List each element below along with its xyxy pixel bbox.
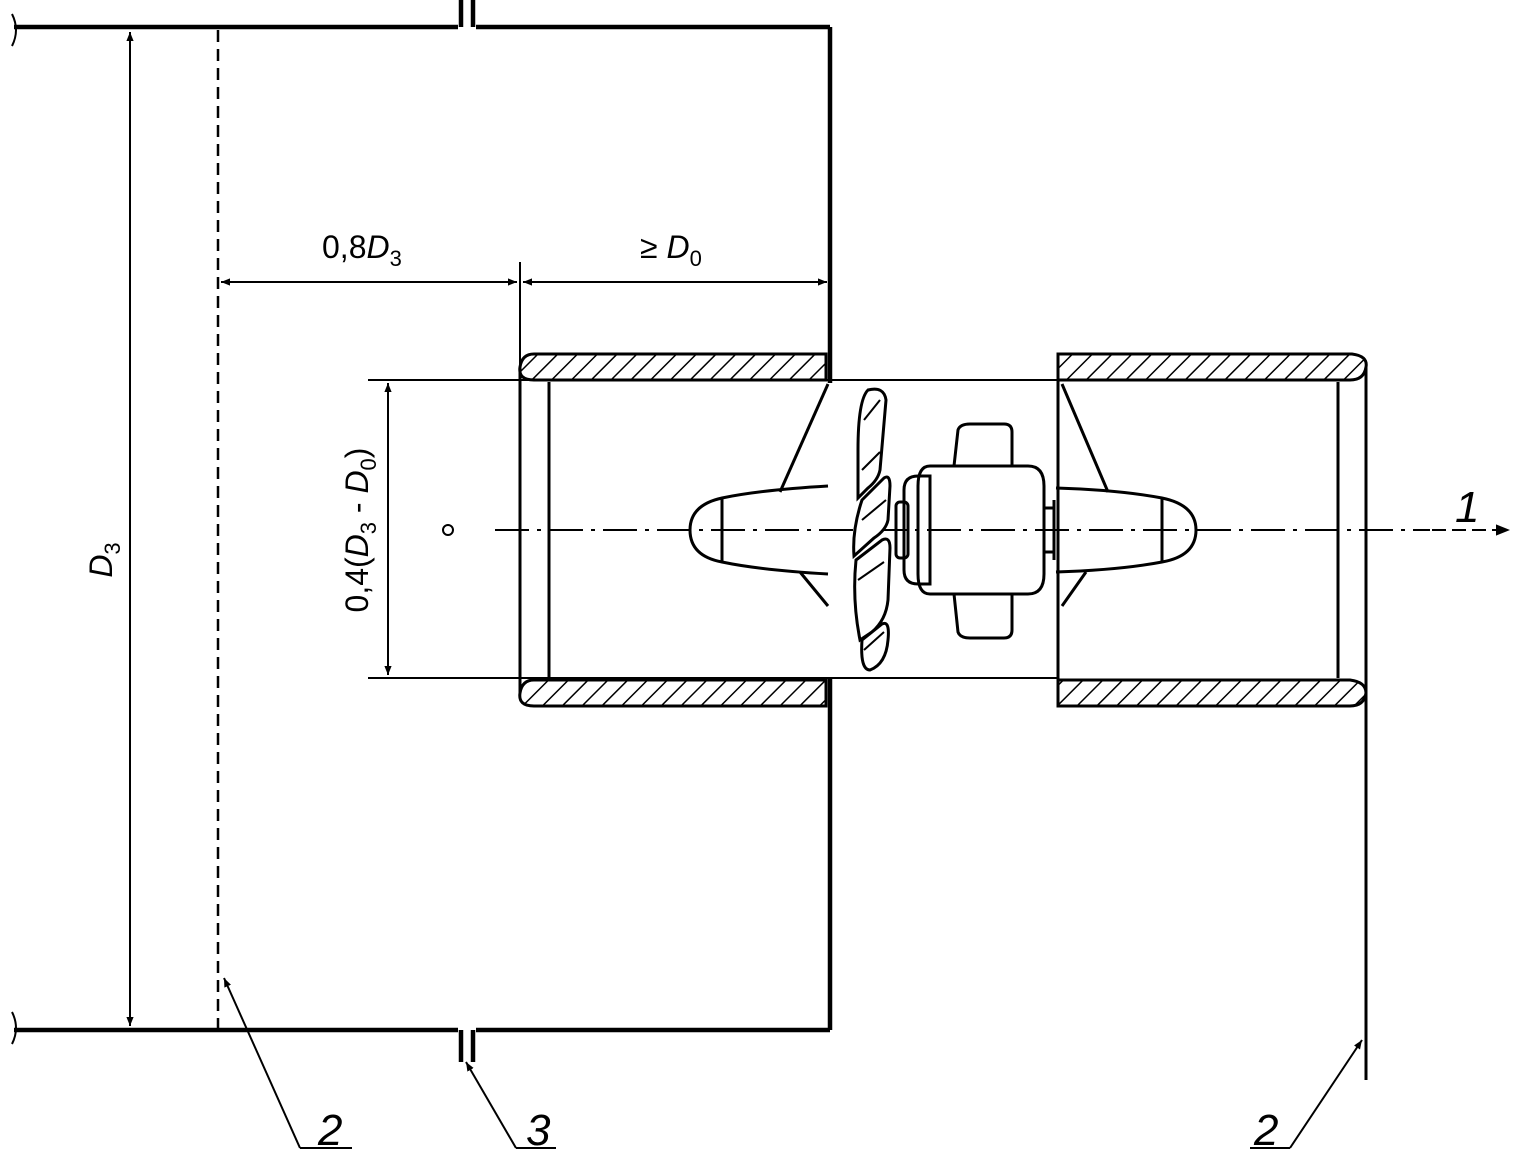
flange-callout: 3 [526, 1106, 551, 1155]
inlet-duct [518, 352, 828, 708]
chamber-top-wall [11, 0, 830, 47]
motor [894, 422, 1056, 640]
outlet-tail-cone [1055, 383, 1198, 607]
d3-dimension-label: D3 [83, 542, 125, 577]
span-dimension-label: 0,4(D3 - D0) [339, 448, 381, 613]
screen-left-callout: 2 [317, 1106, 342, 1155]
screen-right-leader [1289, 1039, 1363, 1149]
measuring-point-circle [442, 524, 454, 536]
chamber-bottom-wall [11, 1011, 830, 1062]
outlet-duct [1056, 352, 1368, 1080]
offset-dimension-label: 0,8D3 [322, 229, 402, 271]
screen-left-leader [223, 977, 301, 1149]
screen-right-callout: 2 [1253, 1106, 1278, 1155]
flange-leader [465, 1061, 517, 1149]
inlet-nose-cone [688, 383, 830, 607]
duct-length-dimension-label: ≥ D0 [640, 229, 702, 271]
impeller-blade [852, 387, 892, 672]
flow-callout: 1 [1455, 483, 1479, 532]
